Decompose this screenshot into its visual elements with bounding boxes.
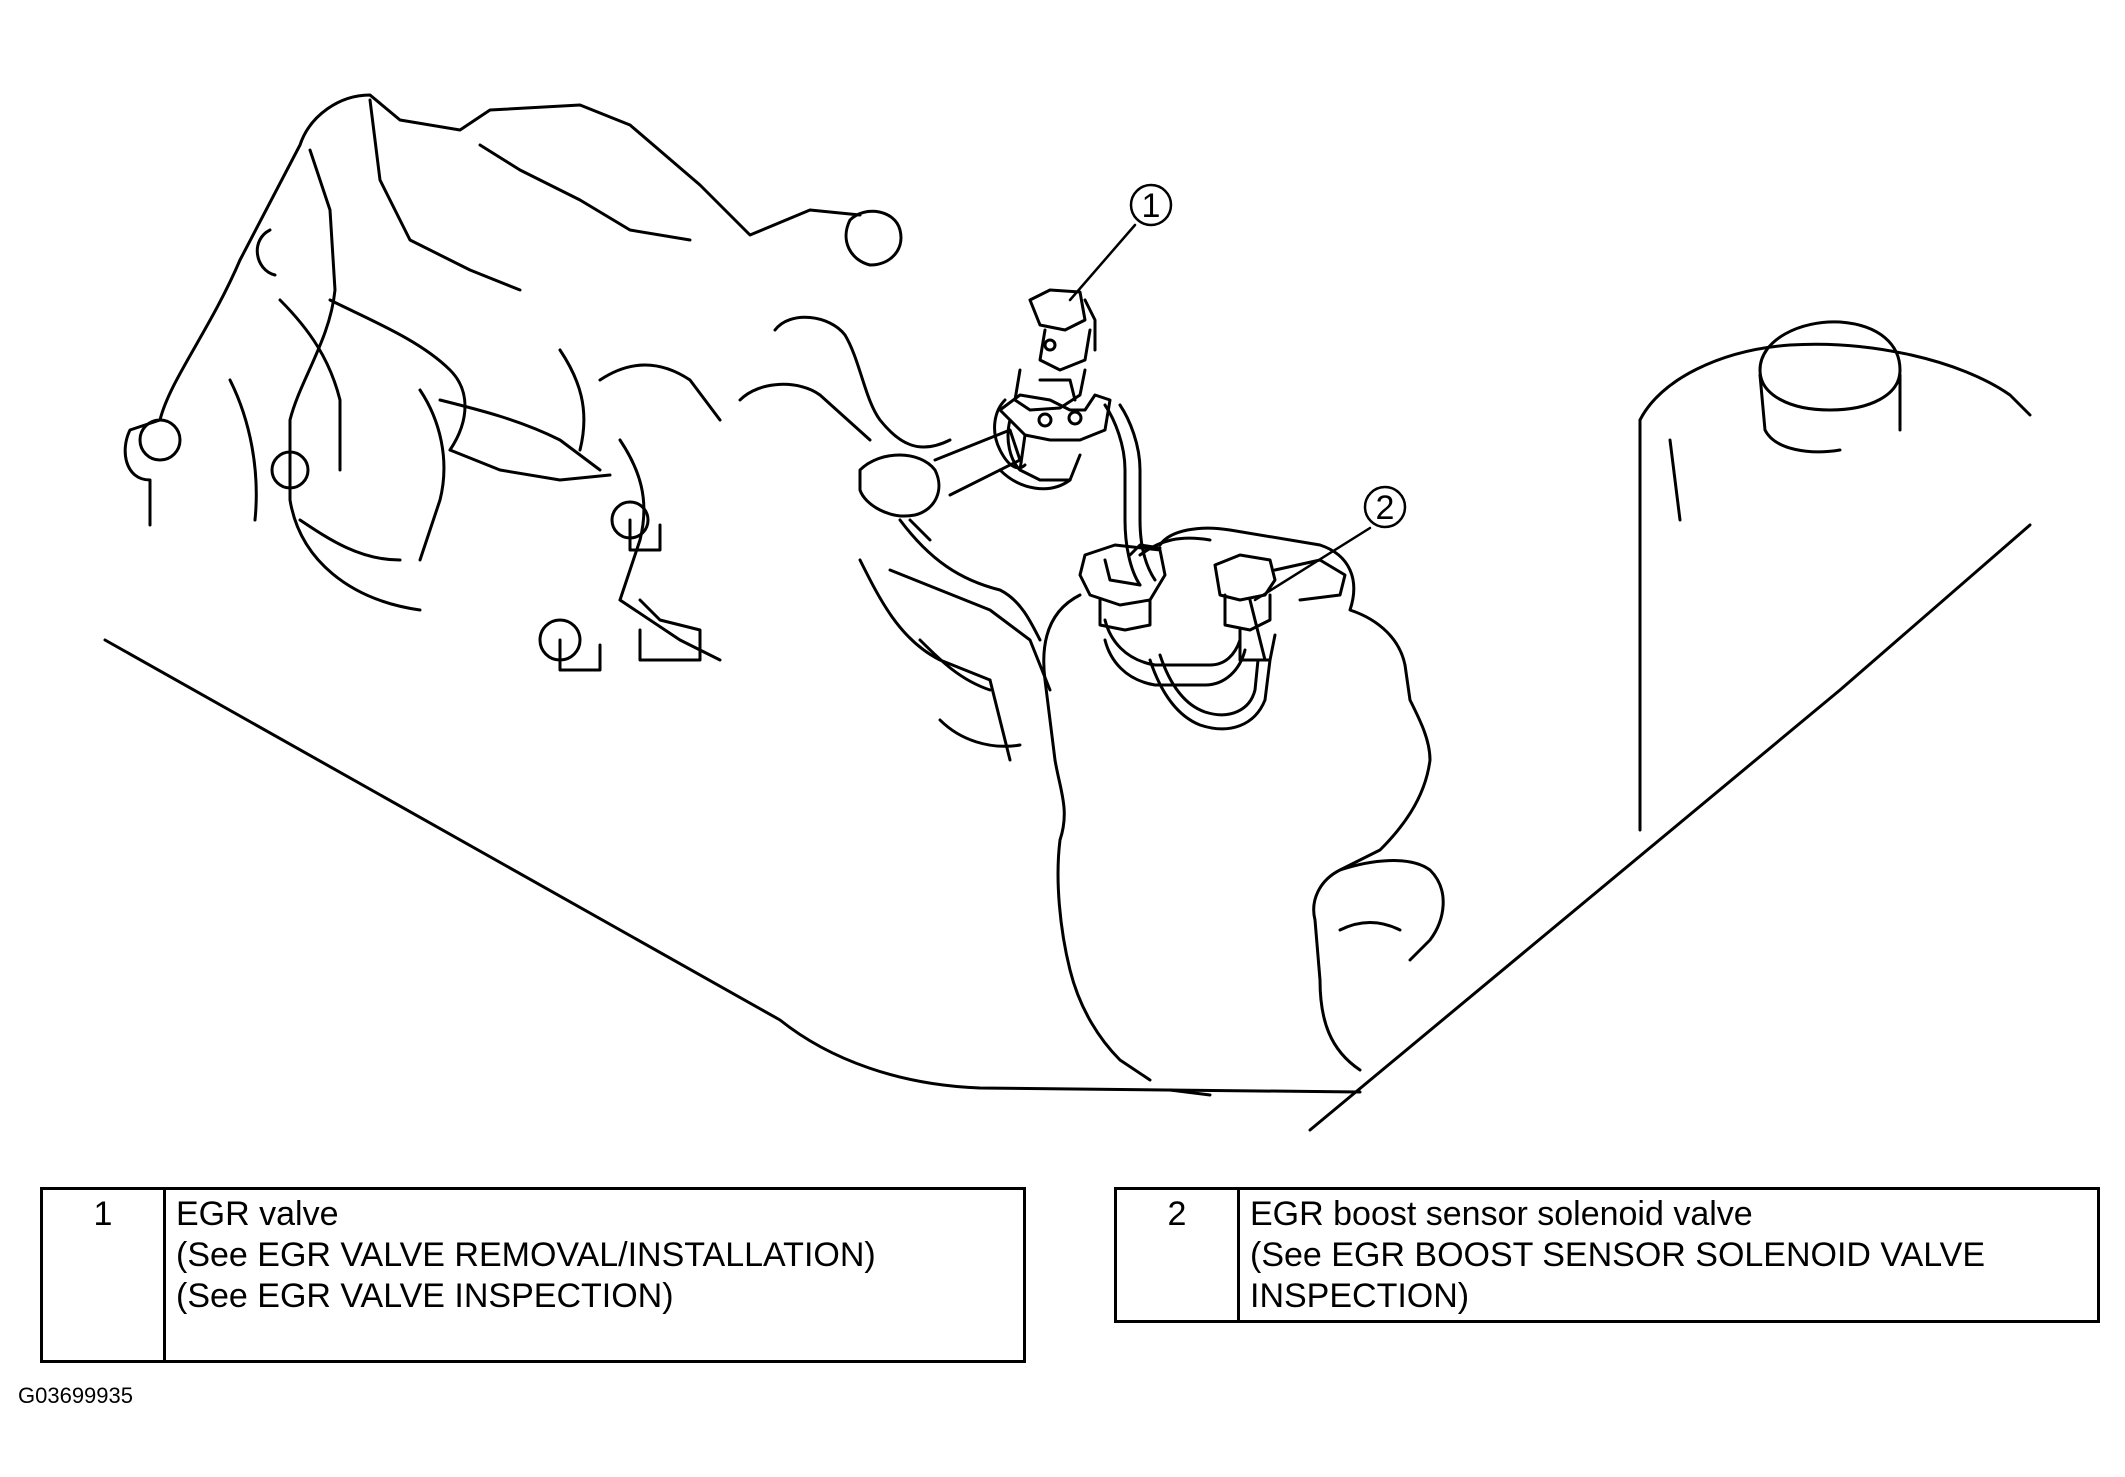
figure-code: G03699935	[18, 1383, 133, 1408]
intake-manifold	[123, 93, 903, 672]
legend-table-item-1: 1 EGR valve (See EGR VALVE REMOVAL/INSTA…	[40, 1187, 1026, 1363]
air-cleaner	[1638, 320, 2032, 832]
callout-2: 2	[1253, 485, 1407, 602]
callout-1: 1	[1068, 183, 1173, 302]
egr-valve	[993, 288, 1112, 491]
engine-line-drawing: 1 2	[103, 93, 2032, 1132]
legend-item-2-line-2: (See EGR BOOST SENSOR SOLENOID VALVE	[1250, 1235, 1986, 1274]
legend-item-1-line-2: (See EGR VALVE REMOVAL/INSTALLATION)	[176, 1235, 876, 1274]
engine-bay-outline	[103, 523, 2032, 1132]
legend-item-1-text: EGR valve (See EGR VALVE REMOVAL/INSTALL…	[163, 1187, 1026, 1363]
vacuum-hose	[1103, 403, 1272, 731]
legend-table-item-2: 2 EGR boost sensor solenoid valve (See E…	[1114, 1186, 2100, 1324]
callout-1-number: 1	[1142, 187, 1161, 225]
callout-2-number: 2	[1376, 489, 1395, 527]
resonator-body	[1042, 526, 1445, 1097]
legend-item-2-text: EGR boost sensor solenoid valve (See EGR…	[1237, 1186, 2100, 1324]
throttle-body-duct	[738, 315, 1052, 762]
legend-item-2-line-1: EGR boost sensor solenoid valve	[1250, 1195, 1753, 1233]
legend-item-2-number: 2	[1114, 1186, 1240, 1324]
legend-item-1-number: 1	[40, 1187, 166, 1363]
legend-item-1-line-1: EGR valve	[176, 1195, 339, 1233]
egr-boost-sensor-solenoid-valve	[1078, 536, 1347, 662]
legend-item-1-line-3: (See EGR VALVE INSPECTION)	[176, 1276, 674, 1315]
legend-item-2-line-3: INSPECTION)	[1250, 1276, 1470, 1315]
